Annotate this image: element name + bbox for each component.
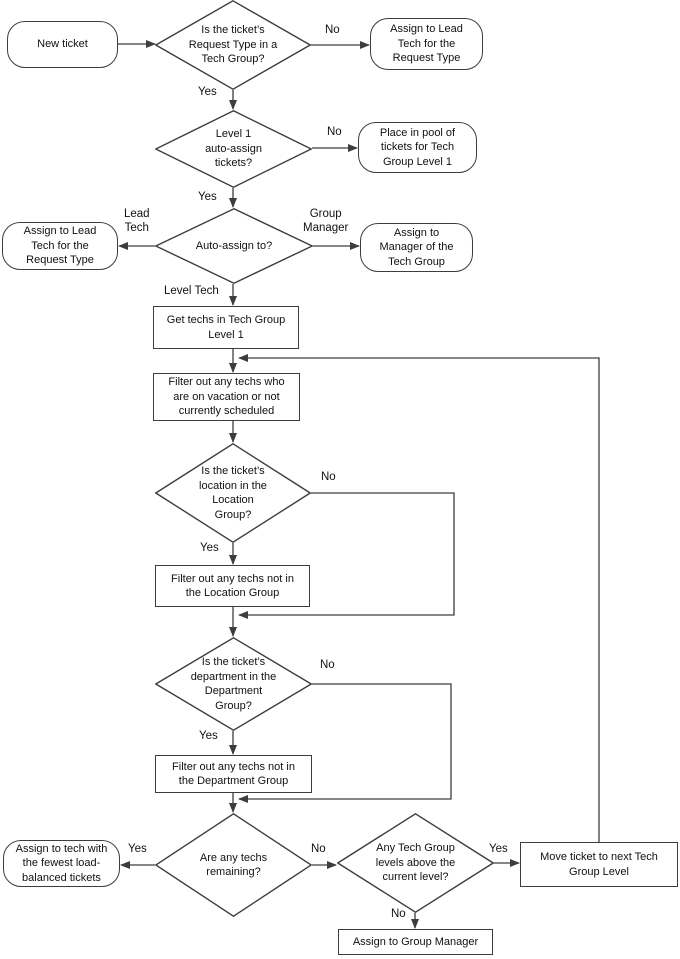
decision-location-in-location-group: Is the ticket’s location in the Location…: [155, 443, 311, 543]
terminator-new-ticket: New ticket: [7, 21, 118, 68]
decision-level1-auto-assign-tickets: Level 1 auto-assign tickets?: [155, 110, 312, 188]
decision-any-techs-remaining-shape: [155, 813, 312, 917]
edge-level1-no-label: No: [327, 126, 342, 138]
process-get-techs-in-tech-group-level1: Get techs in Tech Group Level 1: [153, 306, 299, 349]
process-move-ticket-next-tech-group-level: Move ticket to next Tech Group Level: [520, 842, 678, 887]
decision-department-in-department-group-label: Is the ticket’s department in the Depart…: [190, 656, 277, 712]
edge-auto-assign-group-manager-label: Group Manager: [303, 208, 349, 234]
decision-tech-group-levels-above-label: Any Tech Group levels above the current …: [375, 842, 456, 884]
decision-auto-assign-to: Auto-assign to?: [155, 208, 313, 284]
edge-location-yes-label: Yes: [200, 542, 219, 554]
terminator-assign-lead-tech-for-request-type-left: Assign to Lead Tech for the Request Type: [2, 222, 118, 270]
edge-request-type-no-label: No: [325, 24, 340, 36]
process-filter-vacation-or-not-scheduled: Filter out any techs who are on vacation…: [153, 373, 300, 421]
terminator-assign-lead-tech-for-request-type-top-label: Assign to Lead Tech for the Request Type: [390, 23, 463, 65]
decision-location-in-location-group-label: Is the ticket’s location in the Location…: [199, 465, 267, 521]
terminator-assign-manager-of-tech-group-label: Assign to Manager of the Tech Group: [379, 226, 454, 268]
process-filter-vacation-or-not-scheduled-label: Filter out any techs who are on vacation…: [168, 376, 285, 418]
terminator-assign-lead-tech-for-request-type-left-label: Assign to Lead Tech for the Request Type: [23, 225, 97, 267]
terminator-place-in-pool: Place in pool of tickets for Tech Group …: [358, 122, 477, 173]
edge-auto-assign-lead-tech-label: Lead Tech: [124, 208, 150, 234]
process-filter-not-in-department-group: Filter out any techs not in the Departme…: [155, 755, 312, 793]
terminator-assign-lead-tech-for-request-type-top: Assign to Lead Tech for the Request Type: [370, 18, 483, 70]
edge-auto-assign-level-tech-label: Level Tech: [164, 285, 219, 297]
process-get-techs-in-tech-group-level1-label: Get techs in Tech Group Level 1: [166, 314, 286, 341]
decision-any-techs-remaining: Are any techs remaining?: [155, 813, 312, 917]
process-filter-not-in-department-group-label: Filter out any techs not in the Departme…: [172, 760, 295, 788]
decision-department-in-department-group-shape: [155, 637, 312, 731]
process-move-ticket-next-tech-group-level-label: Move ticket to next Tech Group Level: [540, 851, 658, 878]
process-assign-to-group-manager: Assign to Group Manager: [338, 929, 493, 955]
terminator-place-in-pool-label: Place in pool of tickets for Tech Group …: [379, 126, 456, 168]
decision-tech-group-levels-above-shape: [337, 813, 494, 913]
terminator-new-ticket-label: New ticket: [37, 38, 88, 51]
edge-levels-above-yes-label: Yes: [489, 843, 508, 855]
decision-request-type-in-tech-group: Is the ticket’s Request Type in a Tech G…: [155, 0, 311, 90]
decision-auto-assign-to-shape: [155, 208, 313, 284]
decision-level1-auto-assign-tickets-shape: [155, 110, 312, 188]
edge-remaining-yes-label: Yes: [128, 843, 147, 855]
terminator-assign-tech-fewest-load-balanced: Assign to tech with the fewest load- bal…: [3, 840, 120, 887]
decision-level1-auto-assign-tickets-label: Level 1 auto-assign tickets?: [205, 128, 262, 170]
edge-location-no-bypass-label: No: [321, 471, 336, 483]
decision-request-type-in-tech-group-shape: [155, 0, 311, 90]
edge-level1-yes-label: Yes: [198, 191, 217, 203]
process-filter-not-in-location-group-label: Filter out any techs not in the Location…: [171, 572, 294, 600]
terminator-assign-manager-of-tech-group: Assign to Manager of the Tech Group: [360, 223, 473, 272]
decision-any-techs-remaining-label: Are any techs remaining?: [199, 851, 268, 879]
decision-request-type-in-tech-group-label: Is the ticket’s Request Type in a Tech G…: [188, 24, 278, 66]
edge-department-no-bypass-label: No: [320, 659, 335, 671]
decision-location-in-location-group-shape: [155, 443, 311, 543]
decision-department-in-department-group: Is the ticket’s department in the Depart…: [155, 637, 312, 731]
process-assign-to-group-manager-label: Assign to Group Manager: [352, 935, 479, 948]
decision-tech-group-levels-above: Any Tech Group levels above the current …: [337, 813, 494, 913]
edge-remaining-no-label: No: [311, 843, 326, 855]
edge-request-type-yes-label: Yes: [198, 86, 217, 98]
terminator-assign-tech-fewest-load-balanced-label: Assign to tech with the fewest load- bal…: [15, 842, 108, 884]
edge-department-no-bypass: [238, 683, 452, 803]
decision-auto-assign-to-label: Auto-assign to?: [195, 239, 273, 252]
edge-levels-above-no-label: No: [391, 908, 406, 920]
process-filter-not-in-location-group: Filter out any techs not in the Location…: [155, 565, 310, 607]
edge-department-yes-label: Yes: [199, 730, 218, 742]
edge-location-no-bypass: [238, 492, 455, 619]
edge-move-ticket-feedback-loop: [238, 354, 600, 842]
